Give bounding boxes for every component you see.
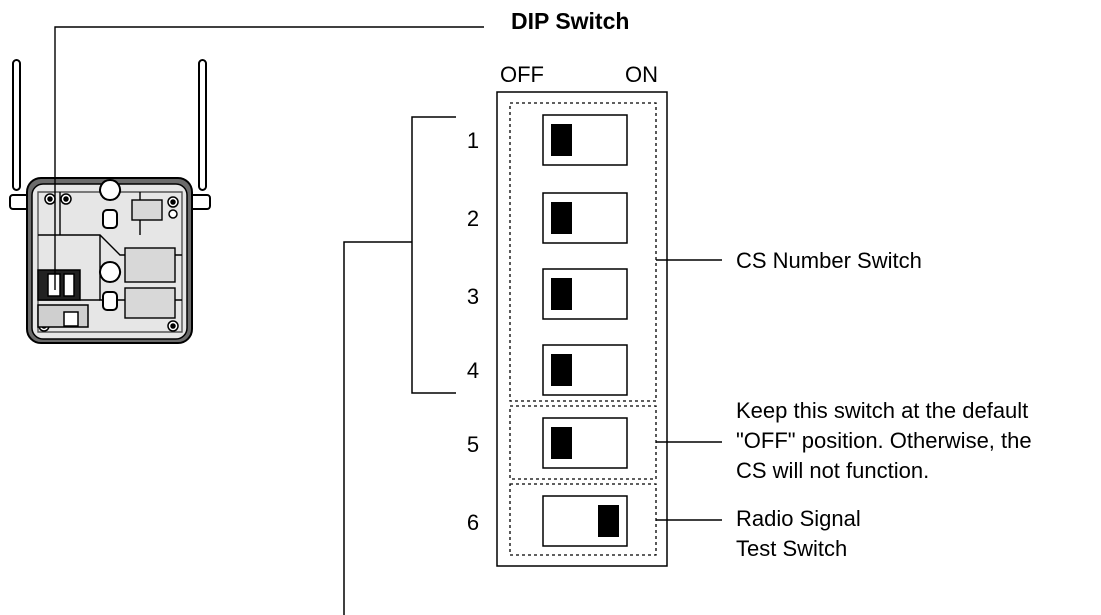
switch-3-knob	[551, 278, 572, 310]
switches-1-4-bracket	[411, 116, 456, 394]
right-antenna	[189, 59, 211, 210]
switch-6-knob	[598, 505, 619, 537]
switch-number-6: 6	[466, 510, 480, 535]
cs-number-group-box	[509, 102, 657, 402]
keep-default-note: Keep this switch at the default "OFF" po…	[736, 398, 1032, 483]
switch-number-5: 5	[466, 432, 480, 457]
switch-number-2: 2	[466, 206, 480, 231]
base-station-illustration	[9, 59, 211, 344]
switch-number-3: 3	[466, 284, 480, 309]
bracket-leader-line	[343, 241, 412, 615]
switch-4-knob	[551, 354, 572, 386]
switch-number-4: 4	[466, 358, 480, 383]
dip-switch-housing	[496, 91, 668, 567]
switch-1-knob	[551, 124, 572, 156]
dip-switch-title: DIP Switch	[511, 8, 630, 34]
switch-2-knob	[551, 202, 572, 234]
radio-signal-test-label: Radio Signal Test Switch	[736, 506, 861, 561]
on-column-label: ON	[625, 62, 658, 87]
switch-5-knob	[551, 427, 572, 459]
cs-number-switch-label: CS Number Switch	[736, 248, 922, 273]
device-dip-switch	[37, 269, 89, 328]
off-column-label: OFF	[500, 62, 544, 87]
switch-layer	[542, 114, 628, 547]
switch-number-1: 1	[466, 128, 480, 153]
dip-switch-leader-line	[54, 26, 484, 290]
